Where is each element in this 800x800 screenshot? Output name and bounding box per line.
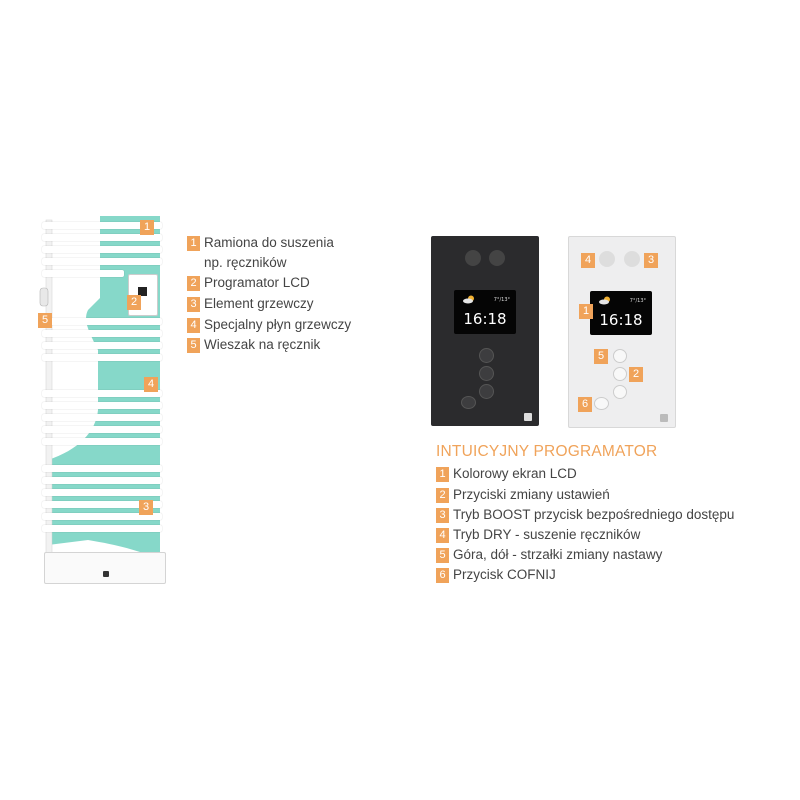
power-icon bbox=[660, 414, 668, 422]
legend-label: Wieszak na ręcznik bbox=[204, 337, 321, 352]
feature-number: 1 bbox=[436, 467, 449, 482]
drying-arm bbox=[42, 477, 162, 484]
legend-label: np. ręczników bbox=[204, 255, 287, 270]
radiator-base-button bbox=[103, 571, 109, 577]
feature-number: 5 bbox=[436, 548, 449, 563]
up-arrow-button[interactable] bbox=[479, 348, 494, 363]
feature-item-2: 2 Przyciski zmiany ustawień bbox=[436, 486, 610, 504]
drying-arm bbox=[42, 513, 162, 520]
legend-item-1: 1 Ramiona do suszenia bbox=[187, 234, 334, 252]
drying-arm bbox=[42, 270, 124, 277]
legend-item-1-line2: np. ręczników bbox=[204, 254, 287, 272]
programmer-badge-3: 3 bbox=[644, 253, 658, 268]
drying-arm bbox=[42, 489, 162, 496]
drying-arm bbox=[42, 438, 162, 445]
legend-item-5: 5 Wieszak na ręcznik bbox=[187, 336, 320, 354]
feature-number: 4 bbox=[436, 528, 449, 543]
drying-arm bbox=[42, 330, 162, 337]
programmer-dark: 7°/13° 16:18 bbox=[431, 236, 539, 426]
feature-label: Kolorowy ekran LCD bbox=[453, 466, 577, 481]
feature-item-3: 3 Tryb BOOST przycisk bezpośredniego dost… bbox=[436, 506, 734, 524]
ok-button[interactable] bbox=[479, 366, 494, 381]
screen-temperature: 7°/13° bbox=[629, 298, 646, 304]
weather-cloud-icon bbox=[463, 295, 474, 304]
feature-label: Tryb BOOST przycisk bezpośredniego dostę… bbox=[453, 507, 735, 522]
features-title: INTUICYJNY PROGRAMATOR bbox=[436, 443, 658, 460]
legend-label: Ramiona do suszenia bbox=[204, 235, 334, 250]
radiator-lcd-screen bbox=[138, 287, 147, 296]
up-arrow-button[interactable] bbox=[613, 349, 627, 363]
legend-number: 3 bbox=[187, 297, 200, 312]
dry-mode-icon bbox=[465, 250, 481, 266]
drying-arm bbox=[42, 222, 162, 229]
ok-button[interactable] bbox=[613, 367, 627, 381]
radiator-badge-3: 3 bbox=[139, 500, 153, 515]
drying-arm bbox=[42, 525, 162, 532]
programmer-badge-1: 1 bbox=[579, 304, 593, 319]
drying-arm bbox=[42, 318, 162, 325]
legend-number: 4 bbox=[187, 318, 200, 333]
radiator-badge-5: 5 bbox=[38, 313, 52, 328]
dry-mode-icon bbox=[599, 251, 615, 267]
radiator-drawing bbox=[39, 216, 160, 561]
drying-arm bbox=[42, 402, 162, 409]
lcd-screen: 7°/13° 16:18 bbox=[590, 291, 652, 335]
drying-arm bbox=[42, 465, 162, 472]
weather-cloud-icon bbox=[599, 296, 610, 305]
radiator-base bbox=[44, 552, 166, 584]
radiator-badge-1: 1 bbox=[140, 220, 154, 235]
legend-label: Specjalny płyn grzewczy bbox=[204, 317, 352, 332]
screen-time: 16:18 bbox=[599, 311, 643, 329]
feature-label: Przyciski zmiany ustawień bbox=[453, 487, 610, 502]
lcd-screen: 7°/13° 16:18 bbox=[454, 290, 516, 334]
radiator-badge-2: 2 bbox=[127, 295, 141, 310]
feature-item-1: 1 Kolorowy ekran LCD bbox=[436, 465, 577, 483]
programmer-badge-5: 5 bbox=[594, 349, 608, 364]
legend-item-3: 3 Element grzewczy bbox=[187, 295, 314, 313]
feature-item-5: 5 Góra, dół - strzałki zmiany nastawy bbox=[436, 546, 662, 564]
drying-arm bbox=[42, 258, 162, 265]
towel-hook bbox=[39, 287, 49, 307]
legend-item-2: 2 Programator LCD bbox=[187, 274, 310, 292]
programmer-badge-4: 4 bbox=[581, 253, 595, 268]
drying-arm bbox=[42, 501, 162, 508]
down-arrow-button[interactable] bbox=[613, 385, 627, 399]
drying-arm bbox=[42, 342, 162, 349]
screen-time: 16:18 bbox=[463, 310, 507, 328]
down-arrow-button[interactable] bbox=[479, 384, 494, 399]
legend-label: Element grzewczy bbox=[204, 296, 314, 311]
radiator-badge-4: 4 bbox=[144, 377, 158, 392]
feature-number: 6 bbox=[436, 568, 449, 583]
drying-arm bbox=[42, 234, 162, 241]
programmer-badge-2: 2 bbox=[629, 367, 643, 382]
legend-number: 5 bbox=[187, 338, 200, 353]
feature-label: Tryb DRY - suszenie ręczników bbox=[453, 527, 641, 542]
feature-label: Przycisk COFNIJ bbox=[453, 567, 556, 582]
boost-mode-icon bbox=[624, 251, 640, 267]
screen-temperature: 7°/13° bbox=[493, 297, 510, 303]
programmer-light: 7°/13° 16:18 4 3 1 5 2 6 bbox=[568, 236, 676, 428]
drying-arm bbox=[42, 246, 162, 253]
feature-item-6: 6 Przycisk COFNIJ bbox=[436, 566, 556, 584]
legend-item-4: 4 Specjalny płyn grzewczy bbox=[187, 316, 351, 334]
feature-number: 3 bbox=[436, 508, 449, 523]
legend-number: 2 bbox=[187, 276, 200, 291]
back-button[interactable] bbox=[461, 396, 476, 409]
feature-item-4: 4 Tryb DRY - suszenie ręczników bbox=[436, 526, 640, 544]
drying-arm bbox=[42, 390, 162, 397]
feature-number: 2 bbox=[436, 488, 449, 503]
legend-label: Programator LCD bbox=[204, 275, 310, 290]
drying-arm bbox=[42, 414, 162, 421]
boost-mode-icon bbox=[489, 250, 505, 266]
feature-label: Góra, dół - strzałki zmiany nastawy bbox=[453, 547, 663, 562]
legend-number: 1 bbox=[187, 236, 200, 251]
drying-arm bbox=[42, 426, 162, 433]
towel-radiator-illustration: 1 2 3 4 5 bbox=[38, 210, 168, 590]
programmer-badge-6: 6 bbox=[578, 397, 592, 412]
drying-arm bbox=[42, 354, 162, 361]
back-button[interactable] bbox=[594, 397, 609, 410]
power-icon bbox=[524, 413, 532, 421]
